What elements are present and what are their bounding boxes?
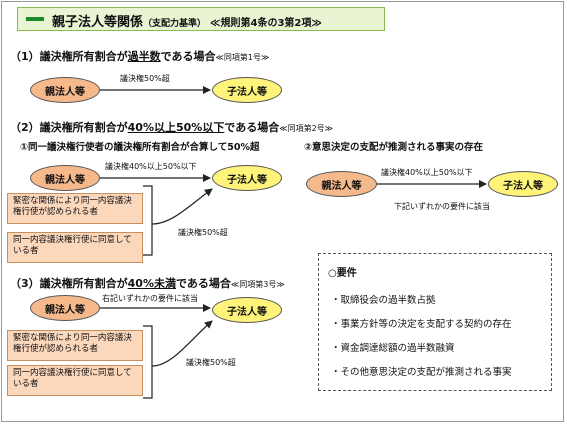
label-40-50-s2a: 議決権40%以上50%以下 — [105, 162, 197, 171]
s1-emph: 過半数 — [127, 50, 161, 63]
close-relation-box-s3: 緊密な関係により同一内容議決権行使が認められる者 — [7, 330, 143, 361]
section-1-heading: （1）議決権所有割合が過半数である場合≪同項第1号≫ — [10, 48, 269, 64]
requirement-item: ・取締役会の過半数占拠 — [331, 295, 436, 306]
close-relation-box-s2: 緊密な関係により同一内容議決権行使が認められる者 — [7, 193, 143, 224]
agree-box-s3: 同一内容議決権行使に同意している者 — [7, 365, 143, 396]
s3-prefix: （3）議決権所有割合が — [10, 277, 128, 290]
section-2-sub1: ①同一議決権行使者の議決権所有割合が合算して50%超 — [20, 142, 260, 153]
header-bar-mark — [26, 17, 44, 21]
label-over50-s3: 議決権50%超 — [186, 358, 236, 367]
title-text: 親子法人等関係 — [52, 15, 144, 30]
s3-suffix: である場合 — [176, 277, 231, 290]
label-40-50-s2b: 議決権40%以上50%以下 — [381, 168, 473, 177]
requirement-item: ・その他意思決定の支配が推測される事実 — [331, 367, 512, 378]
requirements-title: ○要件 — [328, 268, 357, 279]
parent-node-s2b: 親法人等 — [306, 171, 377, 197]
section-3-heading: （3）議決権所有割合が40%未満である場合≪同項第3号≫ — [10, 275, 285, 291]
requirement-item: ・事業方針等の決定を支配する契約の存在 — [331, 319, 512, 330]
parent-node-s2a: 親法人等 — [30, 165, 100, 191]
requirements-box: ○要件 ・取締役会の過半数占拠 ・事業方針等の決定を支配する契約の存在 ・資金調… — [318, 253, 552, 391]
child-node-s2a: 子法人等 — [212, 165, 282, 191]
curve-s2a — [151, 188, 213, 225]
header-banner: 親子法人等関係（支配力基準）≪規則第4条の3第2項≫ — [17, 7, 385, 31]
child-node-s3: 子法人等 — [212, 297, 282, 323]
label-any-req-below: 下記いずれかの要件に該当 — [394, 202, 490, 211]
agree-box-s2: 同一内容議決権行使に同意している者 — [7, 232, 143, 263]
child-node-s1: 子法人等 — [212, 77, 282, 103]
title-rule-ref: ≪規則第4条の3第2項≫ — [210, 18, 322, 29]
requirement-item: ・資金調達総額の過半数融資 — [331, 343, 455, 354]
s1-prefix: （1）議決権所有割合が — [10, 50, 128, 63]
label-any-req-above: 右記いずれかの要件に該当 — [102, 294, 198, 303]
s2-suffix: である場合 — [224, 121, 280, 134]
bracket-s2a — [143, 185, 153, 256]
s2-emph: 40%以上50%以下 — [127, 121, 225, 134]
label-combined50: 議決権50%超 — [178, 228, 228, 237]
parent-node-s3: 親法人等 — [30, 295, 100, 321]
label-over50: 議決権50%超 — [120, 74, 170, 83]
parent-node-s1: 親法人等 — [30, 77, 100, 103]
s1-ref: ≪同項第1号≫ — [215, 53, 270, 62]
title-subtitle: （支配力基準） — [143, 19, 207, 29]
curve-s3 — [151, 320, 213, 367]
s1-suffix: である場合 — [160, 50, 216, 63]
s3-emph: 40%未満 — [127, 277, 176, 290]
section-2-heading: （2）議決権所有割合が40%以上50%以下である場合≪同項第2号≫ — [10, 119, 333, 135]
s2-ref: ≪同項第2号≫ — [279, 124, 334, 133]
s3-ref: ≪同項第3号≫ — [230, 280, 285, 289]
page-title: 親子法人等関係（支配力基準）≪規則第4条の3第2項≫ — [52, 11, 322, 30]
section-2-sub2: ②意思決定の支配が推測される事実の存在 — [304, 142, 484, 153]
bracket-s3 — [143, 325, 153, 399]
s2-prefix: （2）議決権所有割合が — [10, 121, 128, 134]
child-node-s2b: 子法人等 — [488, 171, 558, 197]
